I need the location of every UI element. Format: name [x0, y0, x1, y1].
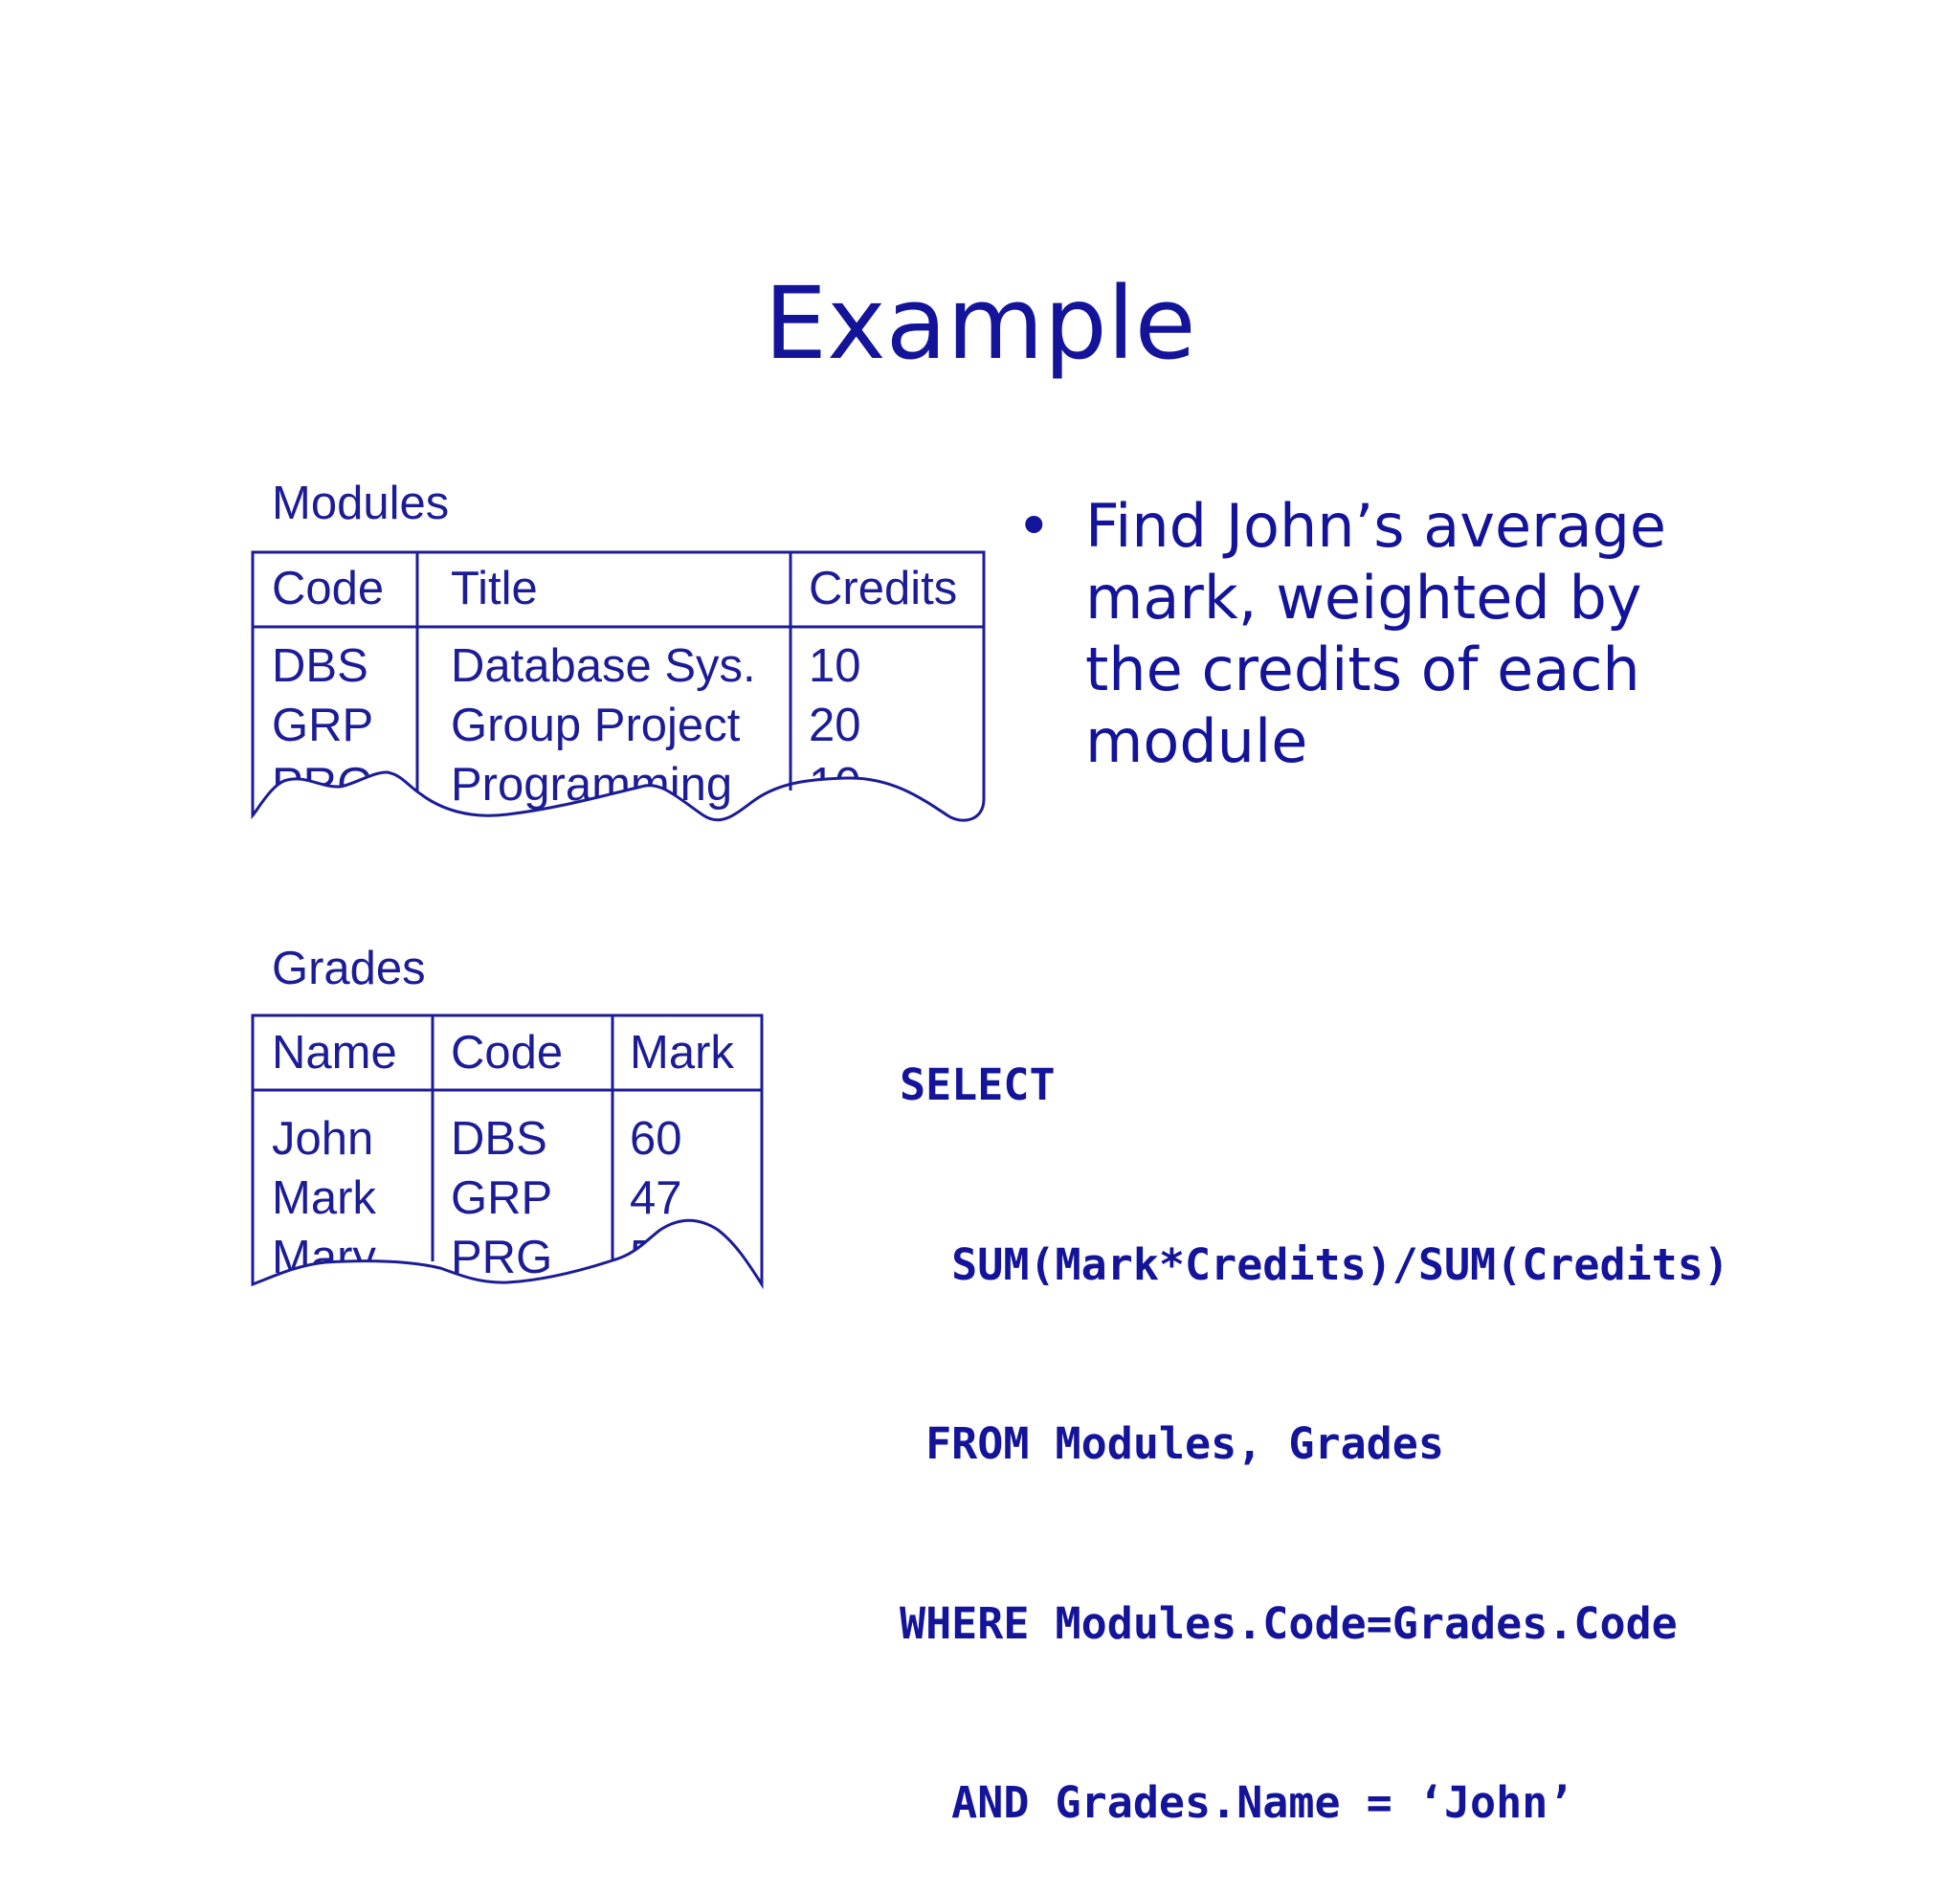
bullet-line: mark, weighted by [1085, 563, 1642, 633]
grades-table-body: John DBS 60 Mark GRP 47 Mary PRG 5 [253, 1091, 762, 1292]
modules-cell-title: Group Project [451, 700, 741, 751]
modules-cell-title: Programming [451, 759, 733, 811]
table-row: PRG [272, 755, 373, 814]
grades-cell-name: John [272, 1113, 374, 1165]
grades-header-name: Name [272, 1027, 397, 1079]
sql-query: SELECT SUM(Mark*Credits)/SUM(Credits) FR… [900, 936, 1729, 1893]
table-row: John [272, 1109, 373, 1169]
table-row: DBS [272, 636, 368, 696]
bullet-line: Find John’s average [1085, 491, 1667, 561]
bullet-line: module [1085, 706, 1308, 776]
grades-cell-mark: 47 [630, 1172, 682, 1224]
grades-cell-name: Mark [272, 1172, 376, 1224]
grades-cell-mark: 60 [630, 1113, 682, 1165]
table-row: Mary [272, 1228, 376, 1287]
grades-cell-mark: 5 [630, 1232, 657, 1283]
modules-table-body: DBS Database Sys. 10 GRP Group Project 2… [253, 628, 984, 819]
grades-cell-code: DBS [451, 1113, 547, 1165]
modules-cell-code: GRP [272, 700, 374, 751]
grades-header-mark: Mark [630, 1027, 734, 1079]
modules-header-credits: Credits [809, 563, 958, 614]
grades-cell-name: Mary [272, 1232, 376, 1283]
modules-cell-code: PRG [272, 759, 374, 811]
sql-line-where: WHERE Modules.Code=Grades.Code [900, 1597, 1678, 1649]
modules-header-code: Code [272, 563, 385, 614]
sql-line-select: SELECT [900, 1059, 1056, 1110]
bullet-line: the credits of each [1085, 635, 1640, 704]
slide-title: Example [764, 265, 1196, 382]
table-row: GRP [272, 696, 373, 755]
modules-header-title: Title [451, 563, 538, 614]
modules-cell-credits: 10 [809, 640, 861, 692]
bullet-text: Find John’s average mark, weighted by th… [1085, 490, 1755, 777]
sql-line-expression: SUM(Mark*Credits)/SUM(Credits) [900, 1238, 1729, 1290]
grades-cell-code: GRP [451, 1172, 553, 1224]
modules-cell-credits: 10 [809, 759, 861, 811]
sql-line-and: AND Grades.Name = ‘John’ [900, 1777, 1574, 1828]
modules-cell-title: Database Sys. [451, 640, 756, 692]
modules-table-label: Modules [272, 478, 450, 529]
modules-cell-code: DBS [272, 640, 368, 692]
grades-cell-code: PRG [451, 1232, 553, 1283]
bullet-marker: • [1016, 491, 1052, 561]
table-row: Mark [272, 1169, 376, 1228]
grades-header-code: Code [451, 1027, 564, 1079]
grades-table-label: Grades [272, 943, 426, 994]
sql-line-from: FROM Modules, Grades [900, 1418, 1444, 1469]
modules-cell-credits: 20 [809, 700, 861, 751]
